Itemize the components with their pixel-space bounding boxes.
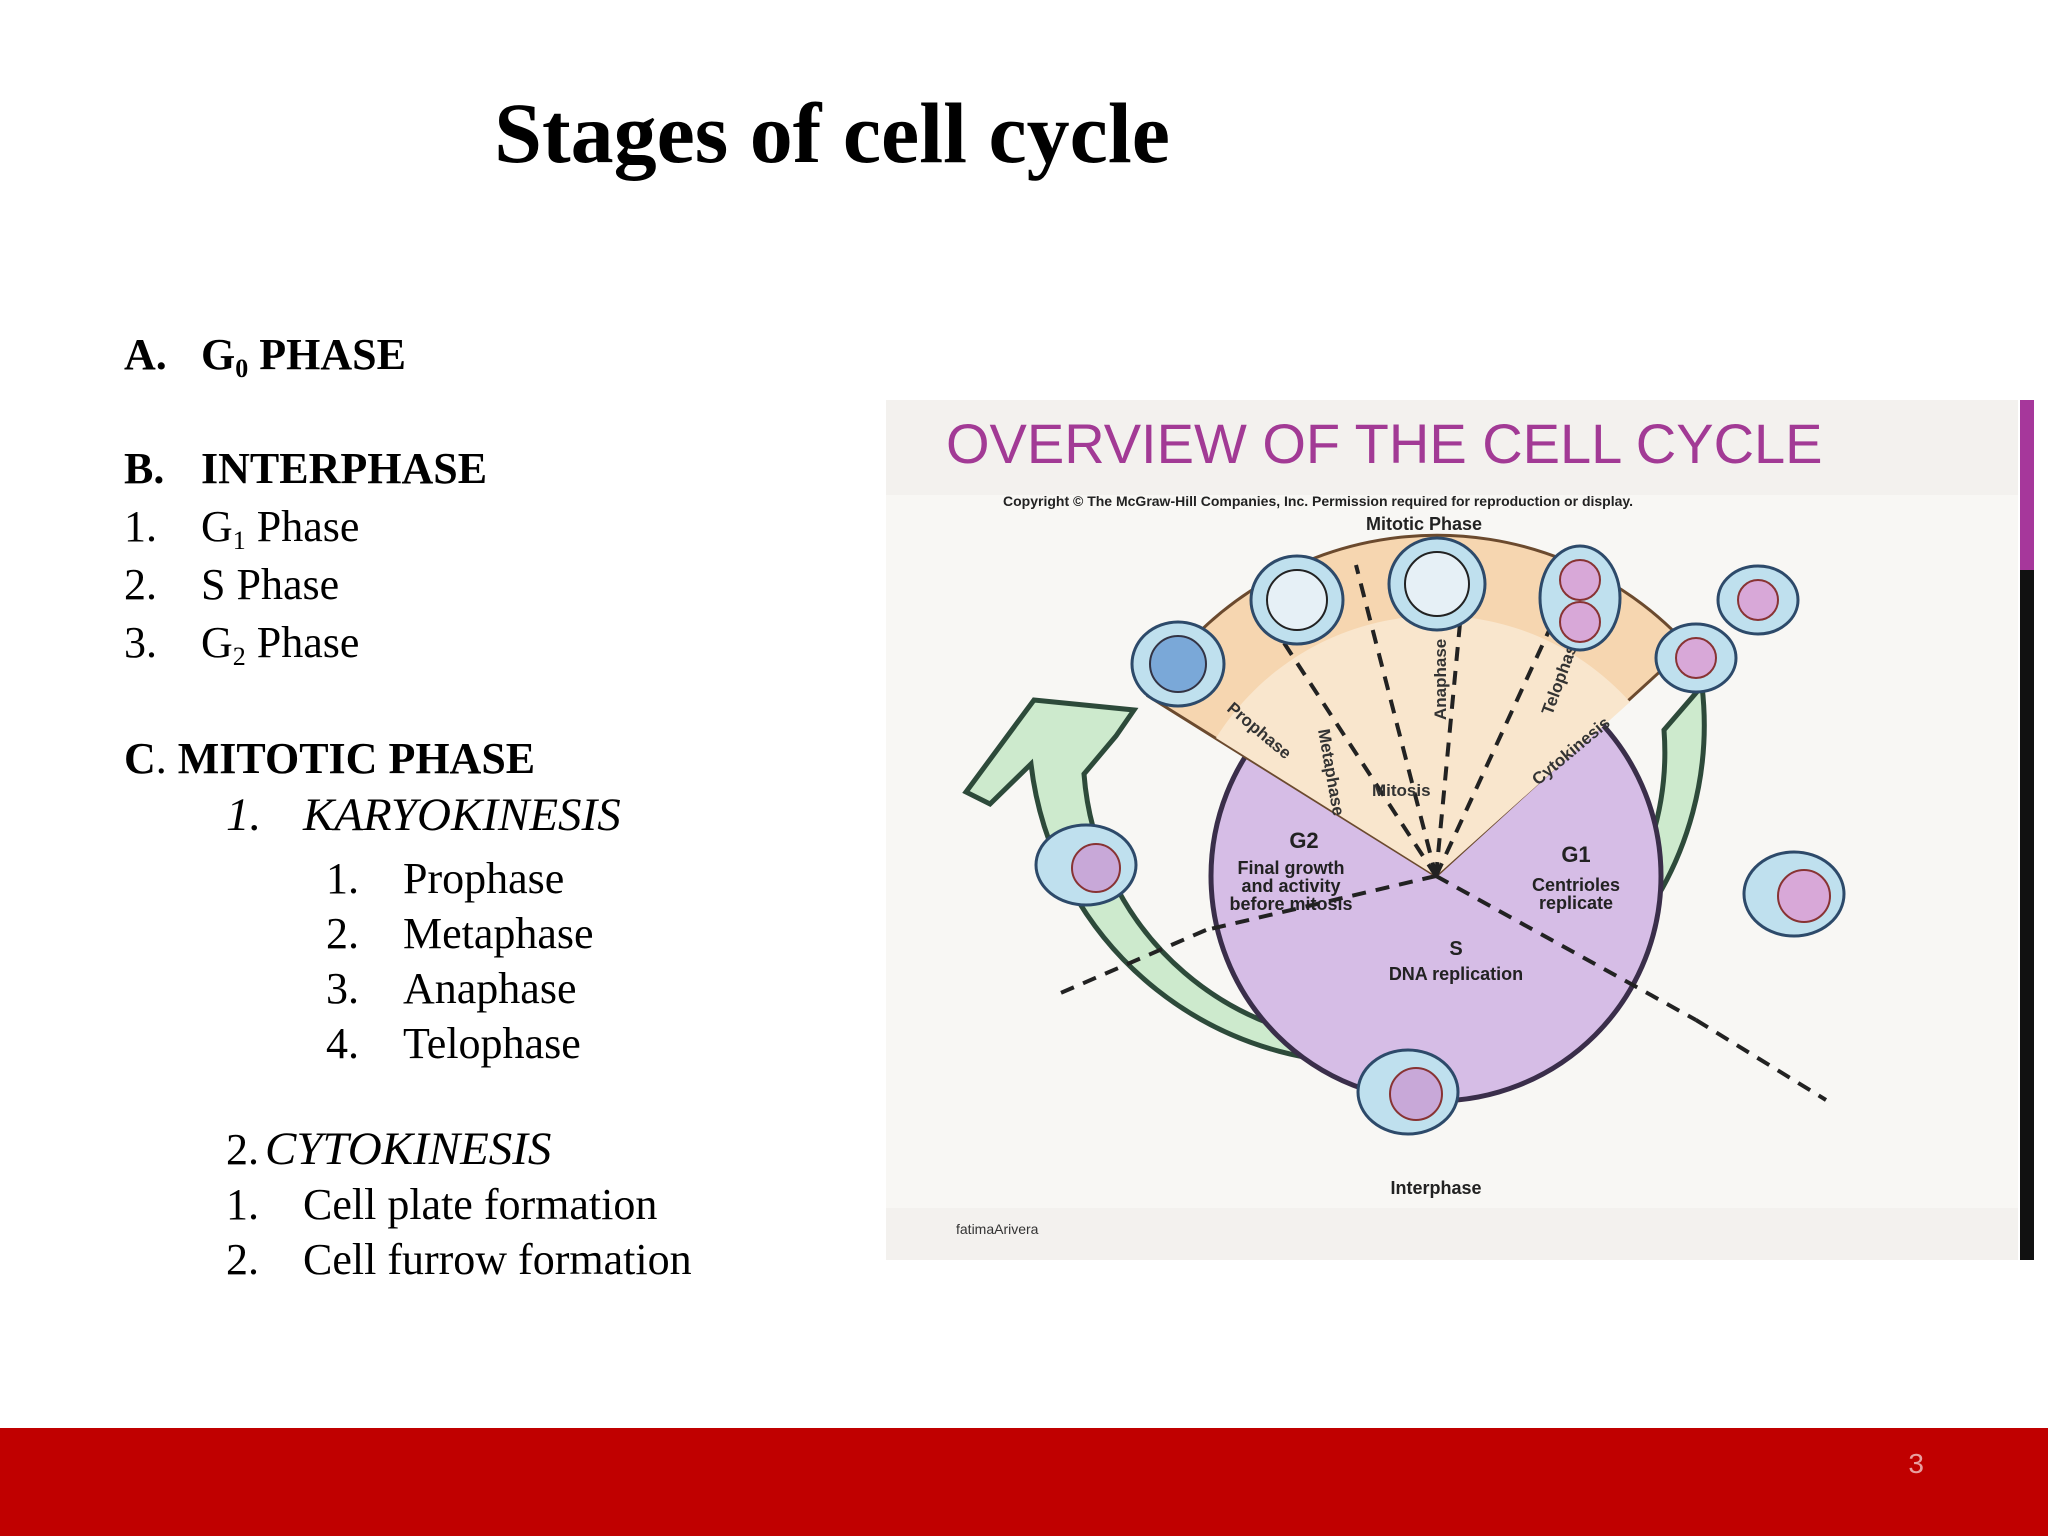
list-number: 1. — [326, 854, 359, 903]
figure-heading: OVERVIEW OF THE CELL CYCLE — [946, 412, 1823, 475]
s-phase-text: S Phase — [201, 560, 340, 609]
g0-text: PHASE — [248, 330, 406, 379]
outline-label-a: A. — [124, 330, 167, 379]
interphase-item-g1: 1. G1 Phase — [124, 498, 359, 556]
interphase-heading: INTERPHASE — [201, 444, 488, 493]
g2-desc-line-2: and activity — [1241, 876, 1340, 896]
cyto-item-plate: 1. Cell plate formation — [226, 1176, 657, 1234]
g0-subscript: 0 — [235, 354, 249, 383]
interphase-cells — [1034, 823, 1846, 1136]
list-number: 3. — [326, 964, 359, 1013]
g2-letter: G — [201, 618, 233, 667]
list-number: 2. — [226, 1235, 259, 1284]
outline-item-g0: A. G0 PHASE — [124, 326, 406, 384]
karyokinesis-text: KARYOKINESIS — [303, 789, 621, 841]
g2-desc-line-1: Final growth — [1238, 858, 1345, 878]
list-number: 1. — [226, 1180, 259, 1229]
figure-credit: fatimaArivera — [956, 1221, 1039, 1237]
slide-title: Stages of cell cycle — [494, 85, 1170, 181]
g1-text: Phase — [245, 502, 360, 551]
s-label: S — [1449, 938, 1462, 960]
g1-label: G1 — [1561, 842, 1590, 867]
list-number: 2. — [124, 560, 157, 609]
interphase-label: Interphase — [1390, 1178, 1481, 1198]
page-number: 3 — [1908, 1448, 1924, 1479]
list-number: 4. — [326, 1019, 359, 1068]
cyto-item-furrow: 2. Cell furrow formation — [226, 1231, 692, 1289]
karyo-item-metaphase: 2. Metaphase — [326, 905, 594, 963]
karyo-item-prophase: 1. Prophase — [326, 850, 564, 908]
s-desc: DNA replication — [1389, 964, 1523, 984]
cytokinesis-heading: 2.CYTOKINESIS — [226, 1120, 551, 1179]
mitosis-wedge-inner — [1216, 615, 1630, 876]
mitotic-phase-label: Mitotic Phase — [1366, 514, 1482, 534]
list-number: 1. — [124, 502, 157, 551]
mitotic-cells — [1130, 536, 1800, 708]
cell-plate-text: Cell plate formation — [303, 1180, 658, 1229]
karyo-item-telophase: 4. Telophase — [326, 1015, 581, 1073]
g1-desc-line-2: replicate — [1539, 893, 1613, 913]
cell-furrow-text: Cell furrow formation — [303, 1235, 692, 1284]
footer-bar: 3 — [0, 1428, 2048, 1536]
outline-item-mitotic: C. MITOTIC PHASE — [124, 730, 535, 788]
cell-cycle-figure: OVERVIEW OF THE CELL CYCLE Copyright © T… — [886, 400, 2018, 1260]
list-number: 3. — [124, 618, 157, 667]
g1-subscript: 1 — [232, 526, 246, 555]
wedge-dividers — [1055, 559, 1828, 1102]
figure-credit-band — [886, 1208, 2018, 1260]
g0-letter: G — [201, 330, 236, 379]
list-number: 2. — [326, 909, 359, 958]
cell-cycle-diagram: OVERVIEW OF THE CELL CYCLE Copyright © T… — [886, 400, 2018, 1260]
figure-copyright: Copyright © The McGraw-Hill Companies, I… — [1003, 493, 1633, 509]
list-number: 2. — [226, 1125, 259, 1174]
outline-item-interphase: B. INTERPHASE — [124, 440, 487, 498]
g2-label: G2 — [1289, 828, 1318, 853]
figure-heading-band — [886, 400, 2018, 495]
interphase-item-g2: 3. G2 Phase — [124, 614, 359, 672]
g1-desc-line-1: Centrioles — [1532, 875, 1620, 895]
karyokinesis-heading: 1. KARYOKINESIS — [226, 786, 621, 844]
outline-label-c-dot: . — [155, 734, 178, 783]
telophase-text: Telophase — [403, 1019, 581, 1068]
outline-label-c: C — [124, 734, 156, 783]
g2-desc-line-3: before mitosis — [1229, 894, 1352, 914]
list-number: 1. — [226, 789, 262, 841]
outline-label-b: B. — [124, 444, 165, 493]
g2-subscript: 2 — [232, 642, 246, 671]
decorative-side-bar — [2020, 400, 2034, 1260]
prophase-text: Prophase — [403, 854, 565, 903]
mitosis-label: Mitosis — [1372, 781, 1431, 800]
decorative-side-bar-accent — [2020, 400, 2034, 570]
metaphase-text: Metaphase — [403, 909, 594, 958]
anaphase-text: Anaphase — [403, 964, 577, 1013]
g1-letter: G — [201, 502, 233, 551]
cytokinesis-text: CYTOKINESIS — [265, 1123, 552, 1175]
mitotic-heading: MITOTIC PHASE — [177, 734, 536, 783]
g2-text: Phase — [245, 618, 360, 667]
karyo-item-anaphase: 3. Anaphase — [326, 960, 577, 1018]
interphase-item-s: 2. S Phase — [124, 556, 339, 614]
anaphase-label: Anaphase — [1431, 639, 1450, 720]
